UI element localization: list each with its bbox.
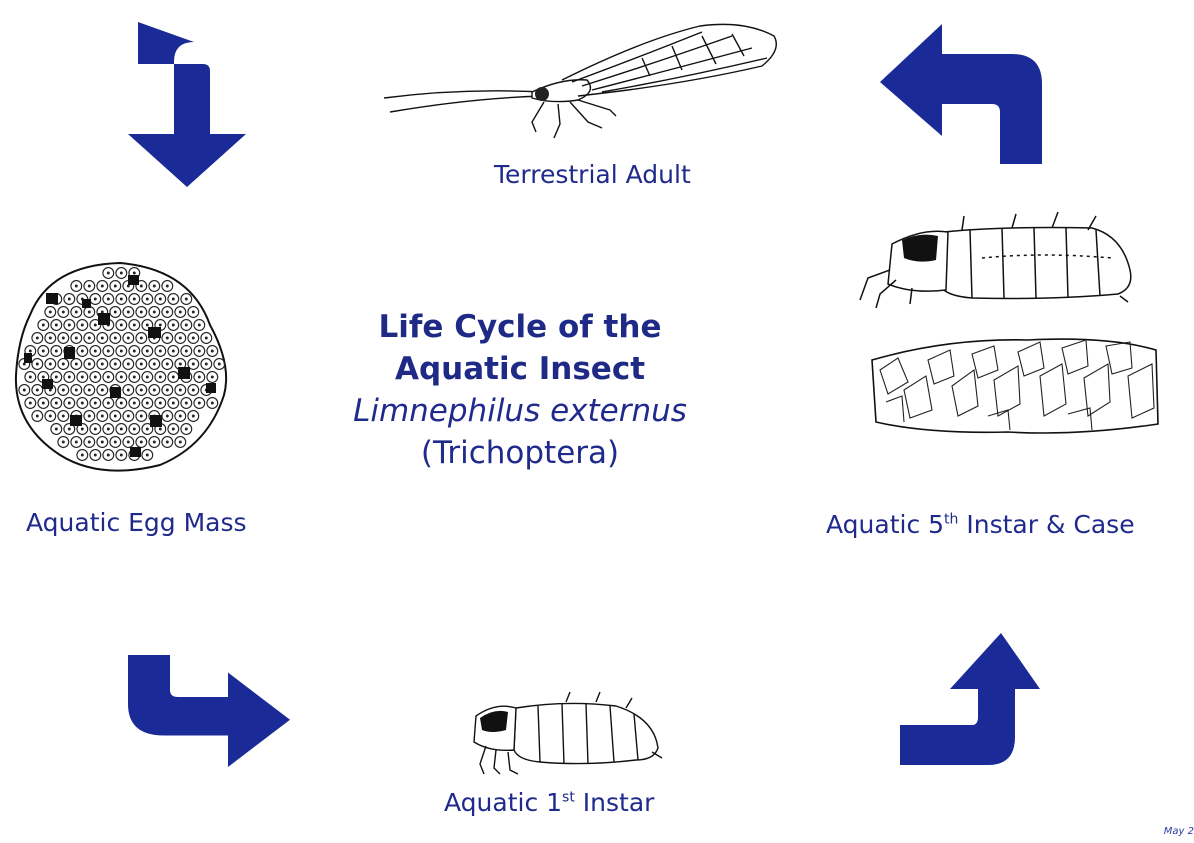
order-name: (Trichoptera) [330, 432, 710, 474]
corner-date-note: May 2 [1164, 826, 1194, 837]
fifth-instar-larva-illustration [852, 208, 1137, 310]
first-instar-larva-illustration [466, 690, 666, 775]
species-name: Limnephilus externus [330, 390, 710, 432]
egg-mass-label: Aquatic Egg Mass [26, 508, 247, 537]
fifth-instar-case-illustration [868, 330, 1160, 438]
diagram-title: Life Cycle of the Aquatic Insect Limneph… [330, 306, 710, 474]
egg-mass-illustration [10, 255, 235, 480]
terrestrial-adult-label: Terrestrial Adult [494, 160, 691, 189]
arrow-top-left [128, 22, 278, 187]
fifth-instar-label-sup: th [944, 512, 958, 528]
fifth-instar-label-rest: Instar & Case [958, 510, 1134, 539]
fifth-instar-label: Aquatic 5th Instar & Case [826, 510, 1135, 539]
arrow-top-right [880, 24, 1045, 164]
first-instar-label-sup: st [562, 790, 575, 806]
arrow-bottom-left [128, 655, 293, 767]
first-instar-label: Aquatic 1st Instar [444, 788, 654, 817]
first-instar-label-rest: Instar [575, 788, 655, 817]
first-instar-label-main: Aquatic 1 [444, 788, 562, 817]
arrow-bottom-right [900, 633, 1040, 765]
terrestrial-adult-illustration [382, 20, 782, 145]
fifth-instar-label-main: Aquatic 5 [826, 510, 944, 539]
title-line-2: Aquatic Insect [330, 348, 710, 390]
title-line-1: Life Cycle of the [330, 306, 710, 348]
